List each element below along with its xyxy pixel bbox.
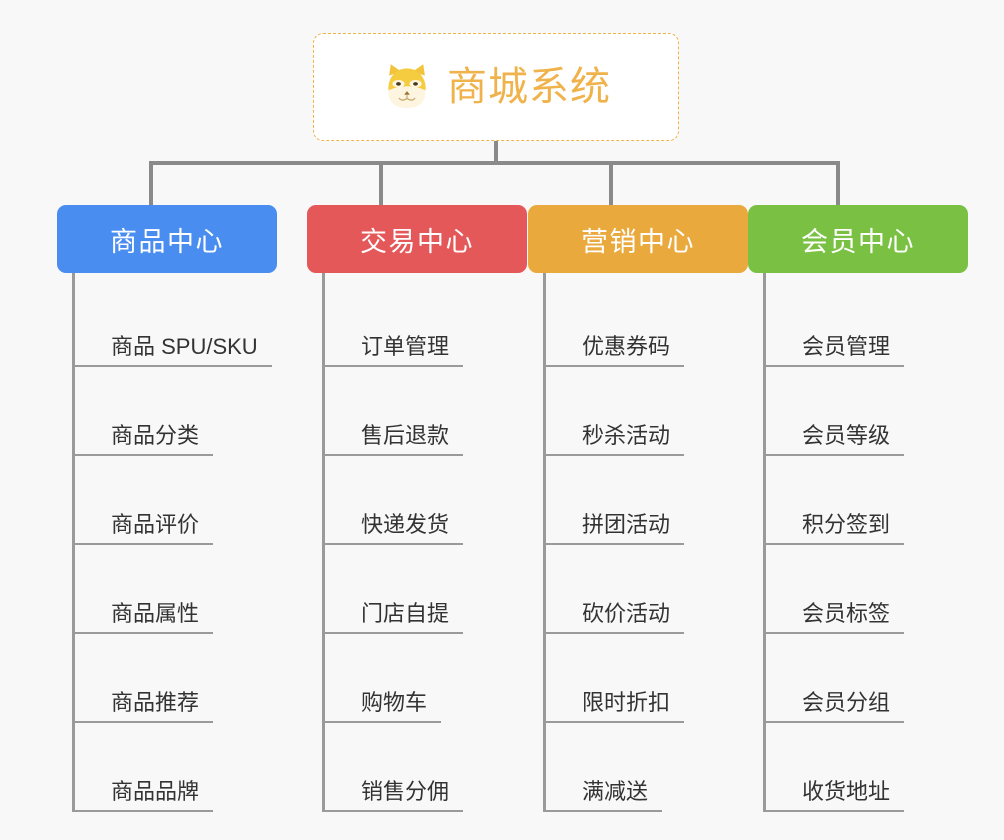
root-title: 商城系统 (447, 65, 611, 109)
item-label: 砍价活动 (546, 603, 685, 634)
category-header-trade-center[interactable]: 交易中心 (307, 205, 527, 273)
list-item[interactable]: 快递发货 (325, 456, 527, 545)
item-label: 积分签到 (766, 514, 905, 545)
item-label: 会员管理 (766, 336, 905, 367)
item-label: 满减送 (546, 781, 663, 812)
item-label: 商品评价 (75, 514, 214, 545)
item-list-product-center: 商品 SPU/SKU 商品分类 商品评价 商品属性 商品推荐 商品品牌 (72, 273, 277, 812)
root-node[interactable]: 商城系统 (313, 33, 679, 141)
category-label: 交易中心 (360, 226, 474, 257)
category-header-member-center[interactable]: 会员中心 (748, 205, 968, 273)
list-item[interactable]: 会员分组 (766, 634, 968, 723)
connector-horizontal-bus (149, 161, 840, 165)
list-item[interactable]: 会员等级 (766, 367, 968, 456)
list-item[interactable]: 秒杀活动 (546, 367, 748, 456)
item-label: 优惠券码 (546, 336, 685, 367)
column-trade-center: 交易中心 订单管理 售后退款 快递发货 门店自提 购物车 销售分佣 (307, 205, 527, 812)
list-item[interactable]: 优惠券码 (546, 278, 748, 367)
list-item[interactable]: 订单管理 (325, 278, 527, 367)
list-item[interactable]: 商品属性 (75, 545, 277, 634)
connector-drop-2 (379, 163, 383, 207)
list-item[interactable]: 拼团活动 (546, 456, 748, 545)
item-label: 销售分佣 (325, 781, 464, 812)
list-item[interactable]: 商品评价 (75, 456, 277, 545)
item-list-trade-center: 订单管理 售后退款 快递发货 门店自提 购物车 销售分佣 (322, 273, 527, 812)
list-item[interactable]: 满减送 (546, 723, 748, 812)
column-member-center: 会员中心 会员管理 会员等级 积分签到 会员标签 会员分组 收货地址 (748, 205, 968, 812)
list-item[interactable]: 购物车 (325, 634, 527, 723)
category-header-marketing-center[interactable]: 营销中心 (528, 205, 748, 273)
item-label: 门店自提 (325, 603, 464, 634)
item-label: 商品属性 (75, 603, 214, 634)
item-label: 会员标签 (766, 603, 905, 634)
item-label: 收货地址 (766, 781, 905, 812)
list-item[interactable]: 门店自提 (325, 545, 527, 634)
list-item[interactable]: 商品推荐 (75, 634, 277, 723)
item-label: 售后退款 (325, 425, 464, 456)
list-item[interactable]: 砍价活动 (546, 545, 748, 634)
list-item[interactable]: 积分签到 (766, 456, 968, 545)
connector-drop-1 (149, 163, 153, 207)
item-label: 商品 SPU/SKU (75, 336, 272, 367)
category-label: 营销中心 (581, 226, 695, 257)
list-item[interactable]: 会员标签 (766, 545, 968, 634)
list-item[interactable]: 会员管理 (766, 278, 968, 367)
item-label: 秒杀活动 (546, 425, 685, 456)
category-label: 商品中心 (110, 226, 224, 257)
list-item[interactable]: 限时折扣 (546, 634, 748, 723)
item-label: 会员等级 (766, 425, 905, 456)
item-label: 商品推荐 (75, 692, 214, 723)
item-label: 拼团活动 (546, 514, 685, 545)
column-marketing-center: 营销中心 优惠券码 秒杀活动 拼团活动 砍价活动 限时折扣 满减送 (528, 205, 748, 812)
item-label: 会员分组 (766, 692, 905, 723)
item-label: 订单管理 (325, 336, 464, 367)
list-item[interactable]: 商品 SPU/SKU (75, 278, 277, 367)
item-label: 购物车 (325, 692, 442, 723)
connector-drop-3 (609, 163, 613, 207)
item-label: 商品品牌 (75, 781, 214, 812)
category-header-product-center[interactable]: 商品中心 (57, 205, 277, 273)
item-label: 快递发货 (325, 514, 464, 545)
item-list-member-center: 会员管理 会员等级 积分签到 会员标签 会员分组 收货地址 (763, 273, 968, 812)
column-product-center: 商品中心 商品 SPU/SKU 商品分类 商品评价 商品属性 商品推荐 商品品牌 (57, 205, 277, 812)
list-item[interactable]: 售后退款 (325, 367, 527, 456)
item-list-marketing-center: 优惠券码 秒杀活动 拼团活动 砍价活动 限时折扣 满减送 (543, 273, 748, 812)
category-label: 会员中心 (801, 226, 915, 257)
list-item[interactable]: 销售分佣 (325, 723, 527, 812)
shiba-dog-face-icon (381, 61, 433, 113)
connector-root-stem (494, 141, 498, 163)
item-label: 商品分类 (75, 425, 214, 456)
connector-drop-4 (836, 163, 840, 207)
list-item[interactable]: 商品品牌 (75, 723, 277, 812)
list-item[interactable]: 商品分类 (75, 367, 277, 456)
list-item[interactable]: 收货地址 (766, 723, 968, 812)
item-label: 限时折扣 (546, 692, 685, 723)
